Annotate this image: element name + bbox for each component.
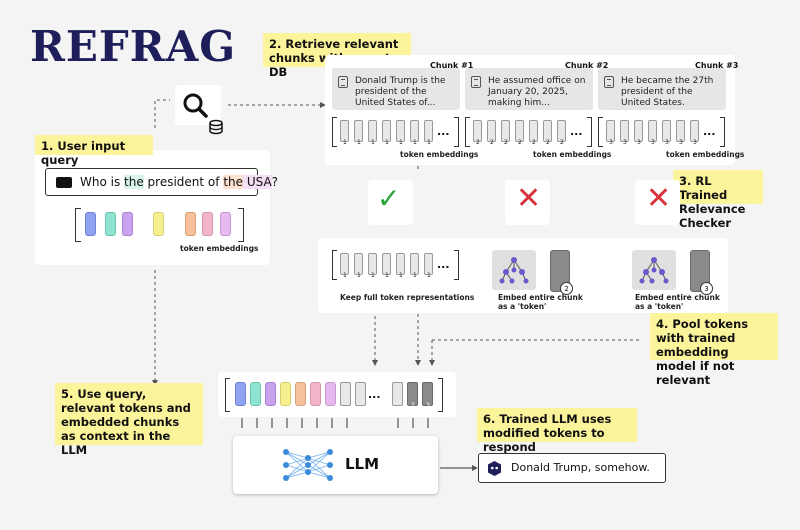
kept-token-embeddings: 1 1 1 1 1 1 1 ... xyxy=(332,250,462,282)
chunk-2-token-embeddings: 2 2 2 2 2 2 2 ... xyxy=(465,117,595,147)
chunk-3-text: He became the 27th president of the Unit… xyxy=(598,68,726,110)
step-6-note: 6. Trained LLM uses modified tokens to r… xyxy=(477,408,637,454)
llm-box: LLM xyxy=(233,436,438,494)
ellipsis: ... xyxy=(703,125,716,138)
ellipsis: ... xyxy=(368,388,381,401)
page-title: REFRAG xyxy=(30,22,237,71)
chunk-1-header: Chunk #1 xyxy=(430,61,474,70)
query-token xyxy=(153,212,164,236)
query-text-usa: USA xyxy=(243,175,272,189)
not-relevant-box-3: ✕ xyxy=(635,180,680,225)
chat-icon xyxy=(56,177,72,188)
neural-network-icon xyxy=(278,444,338,486)
query-token-embeddings-label: token embeddings xyxy=(180,244,259,253)
chunk-1-text: Donald Trump is the president of the Uni… xyxy=(332,68,460,110)
chunk-2-embeddings-label: token embeddings xyxy=(533,150,612,159)
query-token xyxy=(122,212,133,236)
relevant-check-box: ✓ xyxy=(368,180,413,225)
step-5-note: 5. Use query, relevant tokens and embedd… xyxy=(55,383,203,457)
ellipsis: ... xyxy=(437,258,450,271)
query-token xyxy=(202,212,213,236)
embedding-model-icon-2 xyxy=(492,250,536,290)
query-text-2: president of xyxy=(143,175,224,189)
document-icon xyxy=(338,76,348,88)
cross-icon: ✕ xyxy=(646,181,672,216)
query-text-1: Who is xyxy=(80,175,125,189)
embed-chunk-label-2a: Embed entire chunk xyxy=(498,293,583,302)
embed-chunk-label-3b: as a 'token' xyxy=(635,302,684,311)
chunk-1-token-embeddings: 1 1 1 1 1 1 1 ... xyxy=(332,117,462,147)
chunk-2-header: Chunk #2 xyxy=(565,61,609,70)
step-1-note: 1. User input query xyxy=(35,135,153,167)
embed-chunk-label-2b: as a 'token' xyxy=(498,302,547,311)
chunk-2-text: He assumed office on January 20, 2025, m… xyxy=(465,68,593,110)
query-input[interactable]: Who is the president of the USA? xyxy=(45,168,278,196)
query-token-embeddings xyxy=(75,208,250,246)
document-icon xyxy=(604,76,614,88)
token-number-2: 2 xyxy=(560,282,573,295)
keep-full-label: Keep full token representations xyxy=(340,293,475,302)
query-token xyxy=(105,212,116,236)
cross-icon: ✕ xyxy=(516,181,542,216)
response-text: Donald Trump, somehow. xyxy=(511,461,650,474)
response-box: Donald Trump, somehow. xyxy=(478,453,666,483)
chunk-3-token-embeddings: 3 3 3 3 3 3 3 ... xyxy=(598,117,728,147)
ellipsis: ... xyxy=(437,125,450,138)
document-icon xyxy=(471,76,481,88)
chunk-1-embeddings-label: token embeddings xyxy=(400,150,479,159)
llm-label: LLM xyxy=(345,455,380,473)
step-3-note: 3. RL Trained Relevance Checker xyxy=(673,170,763,230)
embed-chunk-label-3a: Embed entire chunk xyxy=(635,293,720,302)
chunk-3-header: Chunk #3 xyxy=(695,61,739,70)
token-number-3: 3 xyxy=(700,282,713,295)
query-token xyxy=(85,212,96,236)
not-relevant-box-2: ✕ xyxy=(505,180,550,225)
chunk-3-embeddings-label: token embeddings xyxy=(666,150,745,159)
query-token xyxy=(185,212,196,236)
query-text-the-2: the xyxy=(223,175,244,189)
search-db-icon xyxy=(175,85,225,135)
query-text-the: the xyxy=(124,175,144,189)
ellipsis: ... xyxy=(570,125,583,138)
query-text-end: ? xyxy=(271,175,279,189)
embedding-model-icon-3 xyxy=(632,250,676,290)
check-icon: ✓ xyxy=(377,182,401,215)
bot-icon xyxy=(487,461,502,476)
llm-context-tokens: ... 2 3 xyxy=(225,378,450,416)
step-4-note: 4. Pool tokens with trained embedding mo… xyxy=(650,313,778,387)
query-token xyxy=(220,212,231,236)
